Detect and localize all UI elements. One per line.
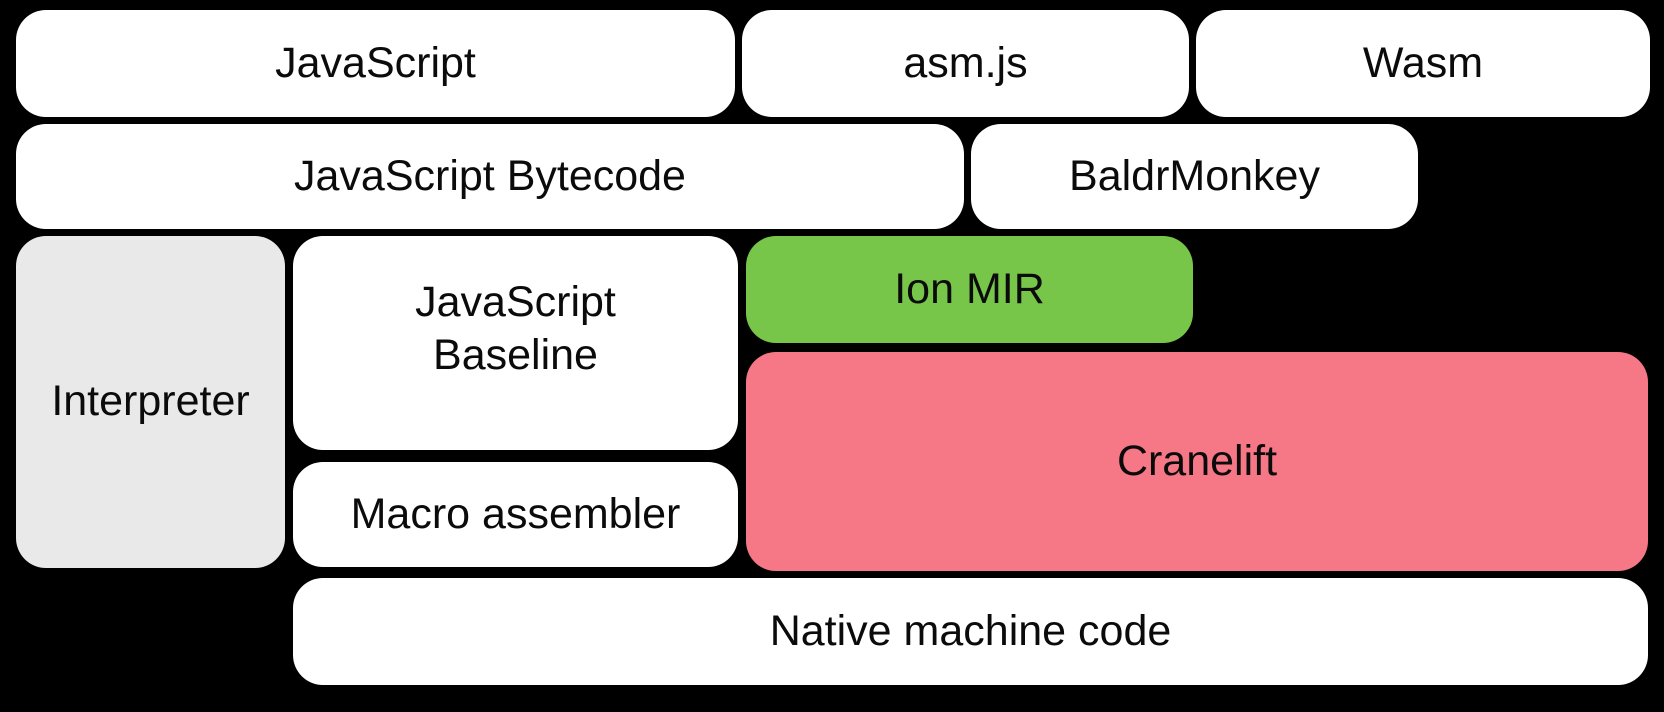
node-javascript-bytecode: JavaScript Bytecode <box>16 124 964 229</box>
node-interpreter: Interpreter <box>16 236 285 568</box>
node-javascript-baseline: JavaScript Baseline <box>293 236 738 450</box>
node-javascript: JavaScript <box>16 10 735 117</box>
node-macro-assembler: Macro assembler <box>293 462 738 567</box>
node-ion-mir: Ion MIR <box>746 236 1193 343</box>
node-cranelift: Cranelift <box>746 352 1648 571</box>
node-baldrmonkey: BaldrMonkey <box>971 124 1418 229</box>
node-wasm: Wasm <box>1196 10 1650 117</box>
node-native-machine-code: Native machine code <box>293 578 1648 685</box>
node-asmjs: asm.js <box>742 10 1189 117</box>
